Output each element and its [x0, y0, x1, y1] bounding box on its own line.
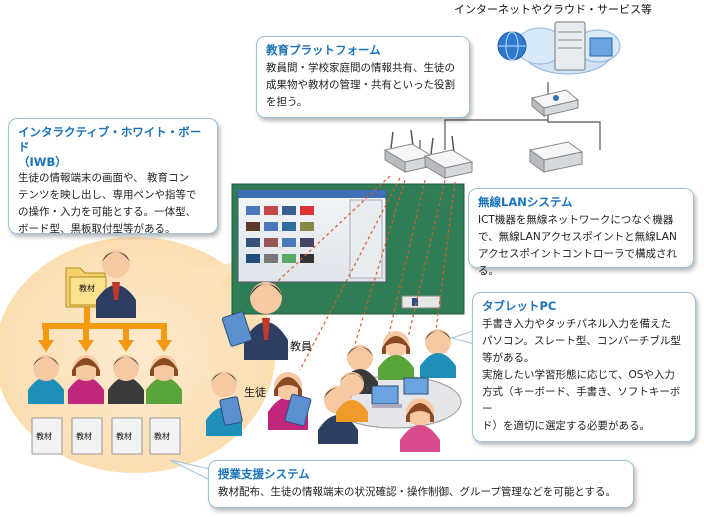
- tablet-links: [261, 175, 456, 371]
- support-title: 授業支援システム: [218, 467, 310, 481]
- material-card-label-2: 教材: [76, 431, 92, 441]
- wlan-callout: 無線LANシステム ICT機器を無線ネットワークにつなぐ機器 で、無線LANアク…: [468, 188, 694, 277]
- material-card-label-3: 教材: [116, 431, 132, 441]
- student-icons-left: [28, 355, 182, 404]
- distribution-arrows: [42, 304, 167, 340]
- tablet-text: 手書き入力やタッチパネル入力を備えた パソコン。スレート型、コンバーチブル型 等…: [482, 318, 681, 432]
- student-group-table: [318, 329, 462, 452]
- support-text: 教材配布、生徒の情報端末の状況確認・操作制御、グループ管理などを可能とする。: [218, 486, 617, 498]
- network-switch-icon: [528, 141, 584, 173]
- teacher-icon-left: [96, 250, 136, 318]
- teacher-icon-center: [221, 282, 288, 360]
- platform-callout: 教育プラットフォーム 教員間・学校家庭間の情報共有、生徒の 成果物や教材の管理・…: [256, 36, 470, 118]
- material-card-label-4: 教材: [154, 431, 170, 441]
- material-card-label-1: 教材: [36, 431, 52, 441]
- folder-icon: 教材: [65, 267, 107, 308]
- support-callout: 授業支援システム 教材配布、生徒の情報端末の状況確認・操作制御、グループ管理など…: [208, 460, 634, 508]
- iwb-text: 生徒の情報端末の画面や、 教育コン テンツを映し出し、専用ペンや指等で の操作・…: [18, 172, 197, 235]
- iwb-title: インタラクティブ・ホワイト・ボード （IWB）: [18, 125, 202, 169]
- platform-title: 教育プラットフォーム: [266, 43, 381, 57]
- wlan-controller-icon: [530, 89, 580, 118]
- arrow-heads: [38, 340, 172, 352]
- folder-material-label: 教材: [79, 283, 95, 293]
- wlan-text: ICT機器を無線ネットワークにつなぐ機器 で、無線LANアクセスポイントと無線L…: [478, 214, 677, 277]
- teacher-label: 教員: [290, 340, 312, 353]
- internet-label: インターネットやクラウド・サービス等: [454, 3, 652, 16]
- student-icon-center: [206, 371, 312, 436]
- material-cards: 教材 教材 教材 教材: [31, 417, 181, 455]
- student-label: 生徒: [244, 386, 266, 399]
- tablet-title: タブレットPC: [482, 299, 557, 313]
- iwb-callout: インタラクティブ・ホワイト・ボード （IWB） 生徒の情報端末の画面や、 教育コ…: [8, 118, 218, 235]
- platform-text: 教員間・学校家庭間の情報共有、生徒の 成果物や教材の管理・共有といった役割 を担…: [266, 62, 455, 108]
- callout-pointer: [190, 262, 238, 300]
- cloud-server-icon: [497, 21, 621, 75]
- tablet-callout: タブレットPC 手書き入力やタッチパネル入力を備えた パソコン。スレート型、コン…: [472, 292, 696, 442]
- wlan-title: 無線LANシステム: [478, 195, 573, 209]
